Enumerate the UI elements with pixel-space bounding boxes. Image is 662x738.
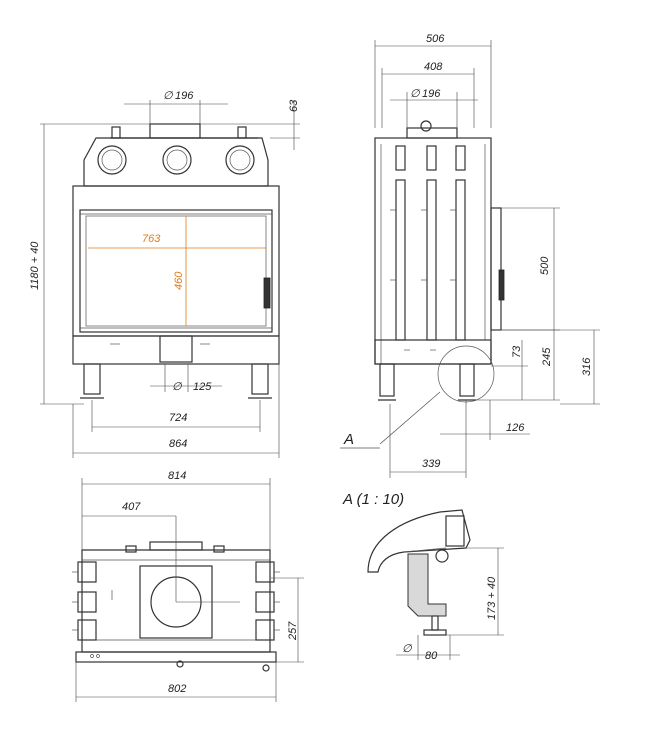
side-door-height-label: 500 [539,256,551,275]
front-total-width-label: 864 [169,438,187,450]
front-body [72,185,280,337]
front-outlet-center [162,145,192,175]
front-outlet-left [97,145,127,175]
detail-view: A (1 : 10) 173 + 40 ∅ 80 [342,491,504,662]
side-height-245-label: 245 [541,347,553,367]
side-flue-diameter-label: 196 [422,88,441,100]
front-outlet-right [225,145,255,175]
detail-leg-bracket [407,553,447,617]
side-rear-offset-label: 339 [422,458,440,470]
detail-foot [423,629,447,636]
side-door-handle [498,269,505,301]
side-door-profile [490,207,502,331]
top-outer-width-label: 814 [168,470,186,482]
front-flue-collar [149,123,201,139]
top-depth-label: 257 [287,621,299,641]
front-air-inlet-box [159,335,193,363]
side-body [374,137,492,365]
detail-adjust-height-label: 173 + 40 [486,576,498,620]
front-inlet-diameter-label: 125 [193,381,212,393]
front-glass-width-label: 763 [142,233,161,245]
side-flue-diameter-symbol: ∅ [410,88,420,100]
side-rib-2 [426,179,437,341]
detail-top-profile [367,509,471,573]
front-door-frame [79,209,273,333]
detail-foot-diameter-symbol: ∅ [402,643,412,655]
front-glass-height-label: 460 [173,271,185,290]
front-flue-diameter-label: 196 [175,90,194,102]
top-base-width-label: 802 [168,683,186,695]
front-glass [85,215,267,327]
side-height-316-label: 316 [581,357,593,376]
side-leg-offset-label: 126 [506,422,525,434]
front-leg-left [83,363,101,395]
side-total-depth-label: 506 [426,33,445,45]
side-leg-rear [459,363,475,397]
front-base [72,335,280,365]
front-leg-right [251,363,269,395]
side-flue-collar [406,127,458,139]
detail-title: A (1 : 10) [342,491,404,508]
side-body-depth-label: 408 [424,61,443,73]
front-total-height-label: 1180 + 40 [29,241,41,290]
front-flue-diameter-symbol: ∅ [163,90,173,102]
detail-pivot [435,549,449,563]
front-door-handle [263,277,271,309]
detail-reference-label: A [343,431,354,448]
detail-foot-diameter-label: 80 [425,650,438,662]
top-center-offset-label: 407 [122,501,141,513]
side-rib-1 [395,179,406,341]
front-hood [83,137,269,187]
side-view: A 506 408 ∅ 196 500 73 245 [340,33,600,478]
top-base [75,651,277,663]
side-leg-front [379,363,395,397]
side-rib-3 [455,179,466,341]
front-inlet-diameter-symbol: ∅ [172,381,182,393]
top-view: 814 407 257 802 [72,470,304,702]
front-top-height-label: 63 [288,99,300,112]
front-view: ∅ 196 63 1180 + 40 763 460 ∅ 125 724 8 [29,90,300,458]
side-height-73-label: 73 [511,345,523,358]
front-leg-spacing-label: 724 [169,412,187,424]
detail-marker-circle [437,345,495,403]
